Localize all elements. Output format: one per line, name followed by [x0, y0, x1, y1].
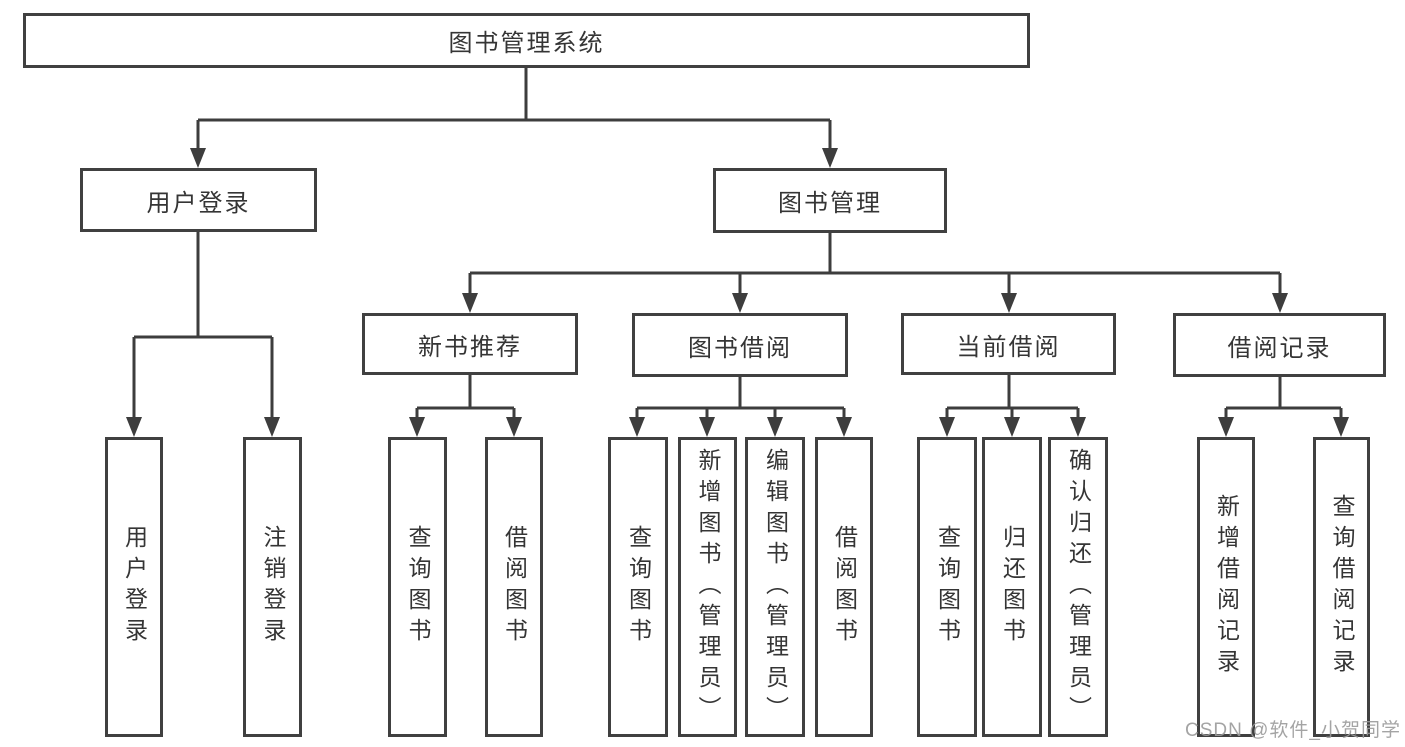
leaf-query-books-current: 查询图书 [917, 437, 977, 737]
node-user-login: 用户登录 [80, 168, 317, 232]
node-book-management: 图书管理 [713, 168, 947, 233]
node-current-borrow: 当前借阅 [901, 313, 1116, 375]
leaf-user-login: 用户登录 [105, 437, 163, 737]
leaf-return-books: 归还图书 [982, 437, 1042, 737]
leaf-borrow-books: 借阅图书 [815, 437, 873, 737]
leaf-add-books-admin: 新增图书（管理员） [678, 437, 737, 737]
leaf-logout: 注销登录 [243, 437, 302, 737]
leaf-add-borrow-record: 新增借阅记录 [1197, 437, 1255, 737]
node-book-borrow: 图书借阅 [632, 313, 848, 377]
leaf-confirm-return-admin: 确认归还（管理员） [1048, 437, 1108, 737]
leaf-query-borrow-record: 查询借阅记录 [1313, 437, 1370, 737]
csdn-watermark: CSDN @软件_小贺同学 [1185, 720, 1401, 741]
node-borrow-records: 借阅记录 [1173, 313, 1386, 377]
leaf-query-books-borrow: 查询图书 [608, 437, 668, 737]
leaf-query-books-recommend: 查询图书 [388, 437, 447, 737]
leaf-borrow-books-recommend: 借阅图书 [485, 437, 543, 737]
node-new-book-recommend: 新书推荐 [362, 313, 578, 375]
node-root-library-system: 图书管理系统 [23, 13, 1030, 68]
leaf-edit-books-admin: 编辑图书（管理员） [745, 437, 805, 737]
